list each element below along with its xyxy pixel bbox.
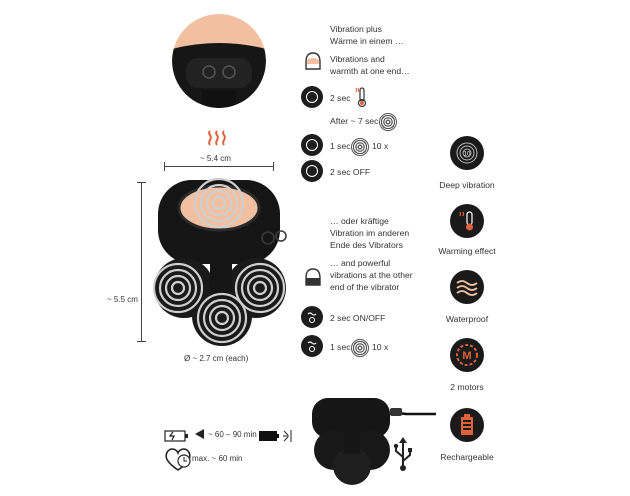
wave-power-button-icon (301, 306, 323, 328)
feature-label: Deep vibration (439, 180, 495, 190)
bottom-step1-label: 2 sec ON/OFF (330, 313, 386, 323)
height-tick-bottom (137, 341, 146, 342)
feature-waterproof: Waterproof (422, 270, 512, 324)
ball-diameter-label: Ø ~ 2.7 cm (each) (184, 354, 249, 363)
vibration-ripple-icon-3 (351, 339, 369, 357)
top-desc-de-2: Wärme in einem … (330, 36, 404, 46)
charge-time-label: ~ 60 – 90 min (208, 430, 257, 439)
motor-m-icon: M (450, 338, 484, 372)
power-button-icon-2 (301, 134, 323, 156)
vibration-ripple-icon (379, 113, 397, 131)
top-desc-en-2: warmth at one end… (330, 66, 410, 76)
top-desc-de-1: Vibration plus (330, 24, 382, 34)
clock-small-icon (194, 427, 206, 446)
bottom-desc-en-2: vibrations at the other (330, 270, 413, 280)
height-tick-top (137, 182, 146, 183)
width-dimension-line (164, 166, 274, 167)
top-step1-label: 2 sec (330, 93, 351, 103)
width-label: ~ 5.4 cm (200, 154, 231, 163)
charging-battery-icon (164, 429, 190, 447)
thermometer-small-icon (353, 86, 367, 113)
top-step2-label: 1 sec (330, 141, 351, 151)
head-vibration-icon (303, 266, 323, 293)
top-desc-en-1: Vibrations and (330, 54, 385, 64)
heat-waves-icon (206, 130, 228, 151)
waves-icon (450, 270, 484, 304)
feature-warming: Warming effect (422, 204, 512, 256)
top-step3-label: 2 sec OFF (330, 167, 371, 177)
run-time-label: max. ~ 60 min (192, 454, 243, 463)
power-button-icon-3 (301, 160, 323, 182)
width-tick-left (164, 162, 165, 171)
power-button-icon (301, 86, 323, 108)
height-label: ~ 5.5 cm (107, 295, 138, 304)
battery-icon (450, 408, 484, 442)
bottom-step2-label: 1 sec (330, 342, 351, 352)
top-after-label: After ~ 7 sec (330, 116, 379, 126)
feature-label: 2 motors (450, 382, 484, 392)
head-heat-icon (303, 50, 323, 77)
feature-label: Rechargeable (440, 452, 494, 462)
bottom-desc-de-3: Ende des Vibrators (330, 240, 403, 250)
feature-label: Warming effect (438, 246, 496, 256)
bottom-desc-en-3: end of the vibrator (330, 282, 400, 292)
svg-text:10: 10 (464, 152, 471, 158)
deep-vibration-icon: 10 (450, 136, 484, 170)
bottom-step2-times: 10 x (372, 342, 389, 352)
bottom-desc-de-1: … oder kräftige (330, 216, 389, 226)
charging-device-image (306, 392, 446, 493)
feature-motors: M 2 motors (422, 338, 512, 392)
thermometer-icon (450, 204, 484, 238)
height-dimension-line (141, 182, 142, 342)
svg-text:M: M (462, 350, 471, 362)
product-closeup-image (172, 14, 266, 108)
feature-deep-vibration: 10 Deep vibration (422, 136, 512, 190)
full-battery-icon (258, 429, 298, 448)
usb-icon (392, 437, 414, 476)
wave-power-button-icon-2 (301, 335, 323, 357)
top-step2-times: 10 x (372, 141, 389, 151)
device-main-image (148, 168, 298, 353)
feature-rechargeable: Rechargeable (422, 408, 512, 462)
feature-label: Waterproof (445, 314, 489, 324)
bottom-desc-de-2: Vibration im anderen (330, 228, 410, 238)
heart-clock-icon (164, 446, 192, 477)
vibration-ripple-icon-2 (351, 138, 369, 156)
bottom-desc-en-1: … and powerful (330, 258, 391, 268)
width-tick-right (273, 162, 274, 171)
